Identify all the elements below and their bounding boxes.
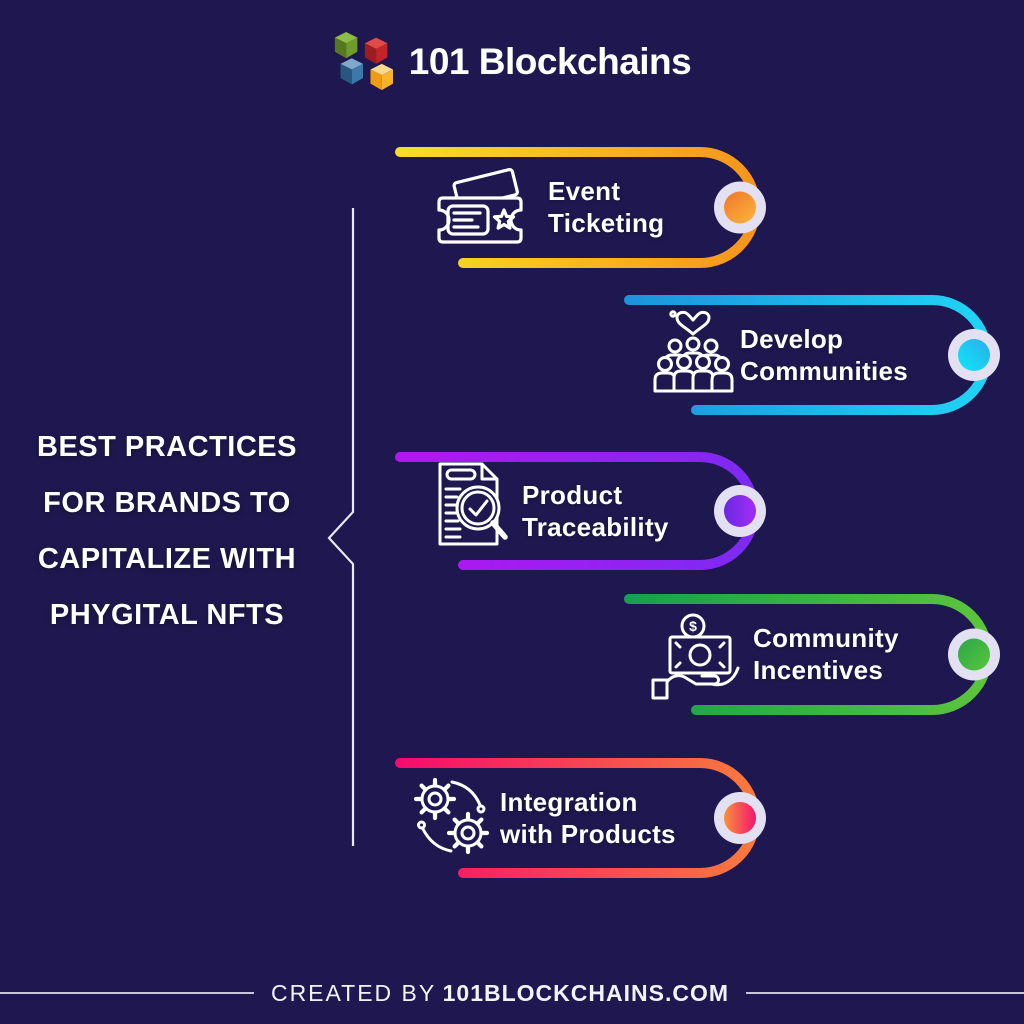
community-heart-icon [648,303,738,398]
label-line: Develop [740,324,844,354]
label-line: Ticketing [548,208,665,238]
footer: CREATED BY 101BLOCKCHAINS.COM [0,978,1024,1008]
cube-green [334,32,358,59]
title-line: CAPITALIZE WITH [37,543,297,575]
title-bracket [327,208,355,846]
label-line: Event [548,176,621,206]
label-event-ticketing: Event Ticketing [548,175,664,239]
cube-blue [340,58,363,85]
label-integration-with-products: Integration with Products [500,786,676,850]
label-line: Product [522,480,623,510]
pill-dot [724,495,756,527]
label-line: Traceability [522,512,669,542]
label-community-incentives: Community Incentives [753,622,899,686]
label-line: Communities [740,356,908,386]
pill-dot [958,339,990,371]
pill-dot [724,191,756,224]
label-develop-communities: Develop Communities [740,323,908,387]
label-line: Integration [500,787,638,817]
pill-event-ticketing [395,147,766,268]
footer-rule-left [0,992,254,994]
cube-orange [370,63,393,91]
gears-icon [406,772,501,867]
document-magnifier-icon [426,456,516,556]
pill-product-traceability [395,452,766,570]
brand-title: 101 Blockchains [408,41,692,82]
cube-red [364,37,388,64]
page-title: BEST PRACTICES FOR BRANDS TO CAPITALIZE … [17,419,317,643]
blockchain-cubes-icon [334,32,393,91]
money-hand-icon: $ [650,610,745,710]
title-line: PHYGITAL NFTS [49,599,285,631]
footer-site: 101BLOCKCHAINS.COM [442,979,729,1006]
label-line: Community [753,623,899,653]
footer-text: CREATED BY 101BLOCKCHAINS.COM [271,980,729,1007]
pill-community-incentives [624,594,1000,715]
ticket-icon [430,167,530,253]
label-product-traceability: Product Traceability [522,479,669,543]
footer-created-by: CREATED BY [270,979,437,1006]
title-line: BEST PRACTICES [37,431,297,463]
title-line: FOR BRANDS TO [43,487,291,519]
pill-develop-communities [624,295,1000,415]
pill-dot [958,638,990,671]
header: 101 Blockchains [0,30,1024,94]
label-line: Incentives [753,655,884,685]
footer-rule-right [746,992,1024,994]
svg-text:$: $ [689,618,697,634]
pill-integration-with-products [395,758,766,878]
label-line: with Products [500,819,676,849]
pill-dot [724,802,756,834]
